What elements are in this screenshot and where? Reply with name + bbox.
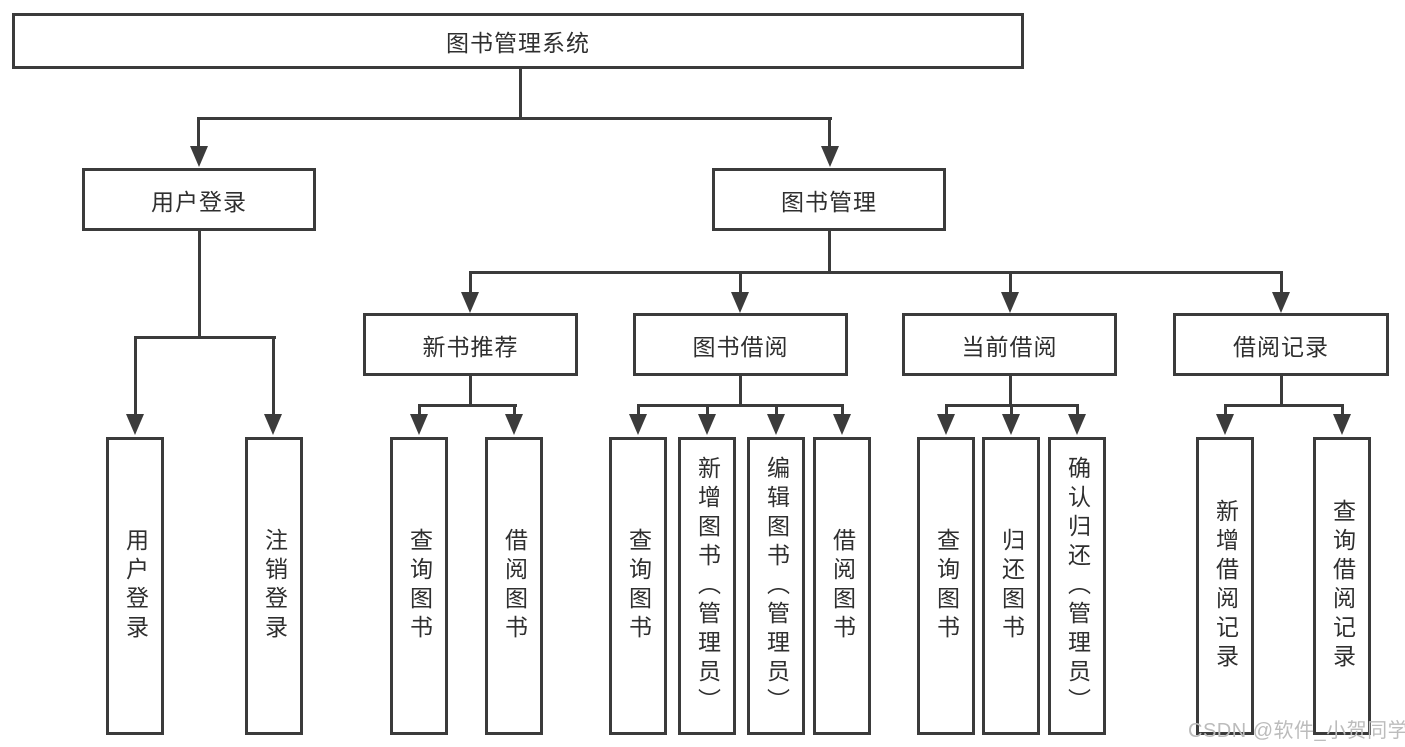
leaf-br-query-record-label: 查询借阅记录	[1329, 499, 1356, 673]
connector-br-add-drop	[1224, 404, 1227, 416]
connector-leaf-user-login-drop	[134, 336, 137, 414]
connector-level3-hline	[469, 271, 1282, 274]
leaf-cb-return-book: 归还图书	[982, 437, 1040, 735]
arrowhead-bb-add-icon	[698, 414, 716, 435]
node-book-management-label: 图书管理	[781, 188, 877, 215]
node-borrow-record: 借阅记录	[1173, 313, 1389, 376]
leaf-rec-borrow-book-label: 借阅图书	[501, 528, 528, 644]
connector-cb-stem	[1009, 376, 1012, 406]
connector-book-borrow-drop	[739, 271, 742, 293]
connector-bb-query-drop	[637, 404, 640, 416]
node-book-management: 图书管理	[712, 168, 946, 231]
arrowhead-bb-query-icon	[629, 414, 647, 435]
node-new-book-recommend: 新书推荐	[363, 313, 578, 376]
connector-borrow-record-drop	[1280, 271, 1283, 293]
leaf-cb-query-book-label: 查询图书	[933, 528, 960, 644]
connector-new-book-drop	[469, 271, 472, 293]
leaf-bb-borrow-book-label: 借阅图书	[829, 528, 856, 644]
arrowhead-rec-borrow-icon	[505, 414, 523, 435]
connector-br-query-drop	[1341, 404, 1344, 416]
node-user-login-label: 用户登录	[151, 188, 247, 215]
arrowhead-leaf-logout-icon	[264, 414, 282, 435]
arrowhead-borrow-record-icon	[1272, 292, 1290, 313]
leaf-br-add-record: 新增借阅记录	[1196, 437, 1254, 735]
connector-rec-borrow-drop	[513, 404, 516, 416]
arrowhead-user-login-icon	[190, 146, 208, 167]
connector-bb-edit-drop	[775, 404, 778, 416]
leaf-cb-confirm-return-admin-label: 确认归还（管理员）	[1064, 455, 1091, 717]
leaf-bb-query-book-label: 查询图书	[625, 528, 652, 644]
connector-bb-add-drop	[706, 404, 709, 416]
arrowhead-cb-query-icon	[937, 414, 955, 435]
connector-bb-borrow-drop	[841, 404, 844, 416]
arrowhead-rec-query-icon	[410, 414, 428, 435]
node-root-label: 图书管理系统	[446, 30, 590, 56]
leaf-rec-borrow-book: 借阅图书	[485, 437, 543, 735]
connector-cb-return-drop	[1010, 404, 1013, 416]
node-root: 图书管理系统	[12, 13, 1024, 69]
connector-rec-query-drop	[418, 404, 421, 416]
arrowhead-book-mgmt-icon	[821, 146, 839, 167]
leaf-bb-borrow-book: 借阅图书	[813, 437, 871, 735]
leaf-rec-query-book: 查询图书	[390, 437, 448, 735]
node-current-borrow-label: 当前借阅	[961, 333, 1058, 360]
arrowhead-bb-borrow-icon	[833, 414, 851, 435]
leaf-cb-confirm-return-admin: 确认归还（管理员）	[1048, 437, 1106, 735]
arrowhead-new-book-icon	[461, 292, 479, 313]
connector-cb-query-drop	[945, 404, 948, 416]
arrowhead-current-borrow-icon	[1001, 292, 1019, 313]
connector-bb-stem	[739, 376, 742, 406]
connector-level2-hline	[197, 117, 832, 120]
node-book-borrow-label: 图书借阅	[692, 333, 789, 360]
arrowhead-cb-confirm-icon	[1068, 414, 1086, 435]
connector-rec-hline	[418, 404, 517, 407]
leaf-bb-query-book: 查询图书	[609, 437, 667, 735]
leaf-cb-return-book-label: 归还图书	[998, 528, 1025, 644]
arrowhead-br-query-icon	[1333, 414, 1351, 435]
leaf-logout-login: 注销登录	[245, 437, 303, 735]
leaf-user-login-label: 用户登录	[122, 528, 149, 644]
connector-leaf-logout-drop	[272, 336, 275, 414]
leaf-br-add-record-label: 新增借阅记录	[1212, 499, 1239, 673]
arrowhead-cb-return-icon	[1002, 414, 1020, 435]
connector-book-mgmt-stem	[828, 231, 831, 274]
connector-user-login-stem	[198, 231, 201, 338]
connector-bb-hline	[637, 404, 844, 407]
connector-root-stem	[519, 69, 522, 119]
leaf-bb-add-book-admin-label: 新增图书（管理员）	[694, 455, 721, 717]
connector-rec-stem	[469, 376, 472, 406]
leaf-rec-query-book-label: 查询图书	[406, 528, 433, 644]
node-current-borrow: 当前借阅	[902, 313, 1117, 376]
node-user-login: 用户登录	[82, 168, 316, 231]
arrowhead-leaf-user-login-icon	[126, 414, 144, 435]
leaf-user-login: 用户登录	[106, 437, 164, 735]
connector-user-login-hline	[134, 336, 276, 339]
leaf-logout-login-label: 注销登录	[261, 528, 288, 644]
node-borrow-record-label: 借阅记录	[1233, 333, 1329, 360]
arrowhead-br-add-icon	[1216, 414, 1234, 435]
arrowhead-bb-edit-icon	[767, 414, 785, 435]
arrowhead-book-borrow-icon	[731, 292, 749, 313]
leaf-br-query-record: 查询借阅记录	[1313, 437, 1371, 735]
leaf-bb-add-book-admin: 新增图书（管理员）	[678, 437, 736, 735]
leaf-bb-edit-book-admin: 编辑图书（管理员）	[747, 437, 805, 735]
connector-book-mgmt-drop	[828, 117, 831, 148]
node-new-book-recommend-label: 新书推荐	[422, 333, 519, 360]
csdn-watermark: CSDN @软件_小贺同学	[1188, 720, 1405, 742]
node-book-borrow: 图书借阅	[633, 313, 848, 376]
connector-cb-confirm-drop	[1076, 404, 1079, 416]
connector-user-login-drop	[197, 117, 200, 148]
leaf-bb-edit-book-admin-label: 编辑图书（管理员）	[763, 455, 790, 717]
connector-current-borrow-drop	[1009, 271, 1012, 293]
connector-br-hline	[1224, 404, 1344, 407]
connector-br-stem	[1280, 376, 1283, 406]
leaf-cb-query-book: 查询图书	[917, 437, 975, 735]
